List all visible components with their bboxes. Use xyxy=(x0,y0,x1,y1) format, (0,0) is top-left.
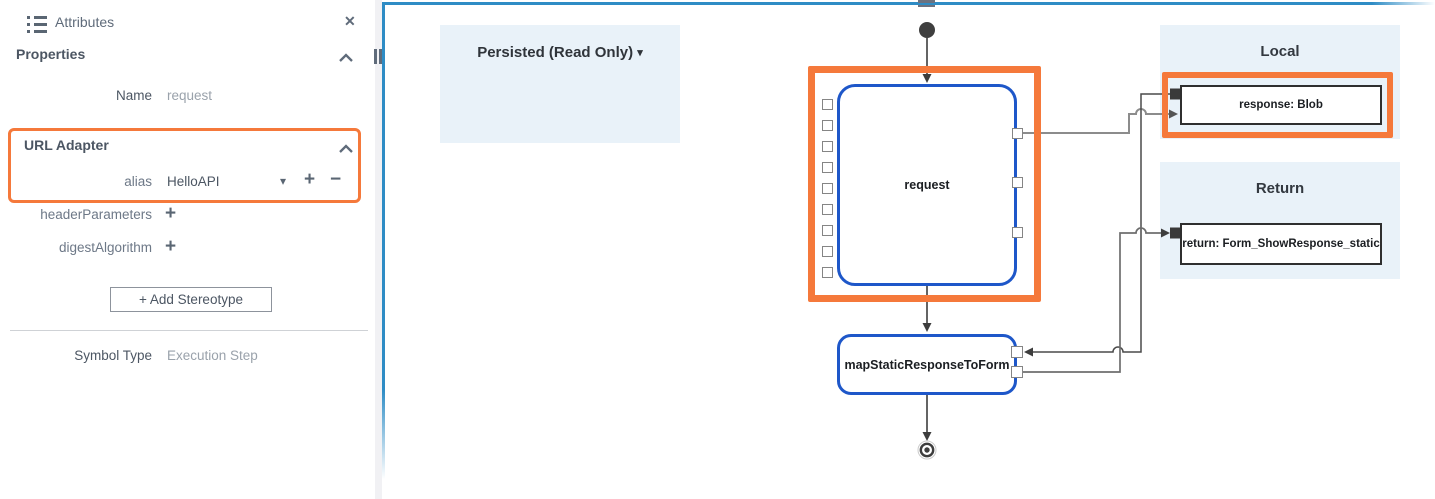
canvas-border-left xyxy=(382,2,385,499)
alias-field-row: alias HelloAPI ▾ + − xyxy=(0,170,375,192)
response-port[interactable] xyxy=(1170,88,1181,100)
map-port-right-1[interactable] xyxy=(1011,346,1023,358)
end-node-dot xyxy=(924,447,930,453)
alias-remove-icon[interactable]: − xyxy=(330,169,342,190)
canvas-menu-handle-icon[interactable] xyxy=(918,0,935,8)
node-map-static-response-to-form[interactable]: mapStaticResponseToForm xyxy=(837,334,1017,395)
return-variable[interactable]: return: Form_ShowResponse_static xyxy=(1180,223,1382,265)
chevron-up-icon[interactable] xyxy=(338,141,354,159)
url-adapter-label: URL Adapter xyxy=(24,137,109,153)
header-parameters-add-icon[interactable]: + xyxy=(165,203,177,224)
node-request[interactable]: request xyxy=(837,84,1017,286)
arrowhead-icon xyxy=(1161,228,1170,238)
alias-add-icon[interactable]: + xyxy=(304,169,316,190)
symbol-type-value: Execution Step xyxy=(167,347,258,363)
arrowhead-icon xyxy=(922,74,932,83)
return-port[interactable] xyxy=(1170,227,1181,239)
panel-splitter[interactable] xyxy=(375,0,382,499)
response-box-label: response: Blob xyxy=(1239,99,1323,111)
url-adapter-section-header[interactable]: URL Adapter xyxy=(0,137,375,157)
name-field-row: Name request xyxy=(0,84,375,106)
name-value[interactable]: request xyxy=(167,87,213,103)
node-map-label: mapStaticResponseToForm xyxy=(844,357,1010,372)
attributes-panel: Attributes ✕ Properties Name request URL… xyxy=(0,0,375,499)
properties-section-header[interactable]: Properties xyxy=(0,46,375,66)
canvas-border-top xyxy=(382,2,1435,5)
request-port-left-3[interactable] xyxy=(822,141,833,152)
url-adapter-highlight xyxy=(8,128,361,203)
panel-title: Attributes xyxy=(55,14,115,30)
request-port-left-5[interactable] xyxy=(822,183,833,194)
request-port-right-3[interactable] xyxy=(1012,227,1023,238)
close-icon[interactable]: ✕ xyxy=(344,13,356,29)
request-port-left-6[interactable] xyxy=(822,204,833,215)
local-variable-response[interactable]: response: Blob xyxy=(1180,85,1382,125)
end-node-halo xyxy=(917,440,937,460)
header-parameters-label: headerParameters xyxy=(40,206,152,222)
attributes-list-icon xyxy=(27,15,47,33)
request-port-left-9[interactable] xyxy=(822,267,833,278)
node-request-label: request xyxy=(904,178,950,192)
return-panel-title: Return xyxy=(1255,180,1305,197)
arrowhead-icon xyxy=(1024,347,1033,357)
add-stereotype-button[interactable]: + Add Stereotype xyxy=(110,287,272,312)
alias-label: alias xyxy=(124,173,152,189)
properties-label: Properties xyxy=(16,46,86,62)
map-port-right-2[interactable] xyxy=(1011,366,1023,378)
section-divider xyxy=(10,330,368,331)
request-port-right-2[interactable] xyxy=(1012,177,1023,188)
chevron-up-icon[interactable] xyxy=(338,50,354,68)
digest-algorithm-add-icon[interactable]: + xyxy=(165,236,177,257)
attributes-panel-header: Attributes ✕ xyxy=(0,13,375,37)
diagram-canvas[interactable]: Persisted (Read Only) ▾ Local Return xyxy=(382,0,1435,499)
alias-value[interactable]: HelloAPI xyxy=(167,173,220,189)
splitter-grip-icon[interactable] xyxy=(374,49,383,64)
arrowhead-icon xyxy=(1169,109,1178,119)
persisted-label: Persisted (Read Only) xyxy=(477,44,634,61)
request-port-left-2[interactable] xyxy=(822,120,833,131)
edge-request-to-response[interactable] xyxy=(1023,108,1169,134)
edge-map-to-return[interactable] xyxy=(1023,227,1161,373)
persisted-caret-icon: ▾ xyxy=(637,47,643,59)
symbol-type-row: Symbol Type Execution Step xyxy=(0,344,375,366)
header-parameters-row: headerParameters + xyxy=(0,203,375,225)
arrowhead-icon xyxy=(922,432,932,441)
request-port-left-1[interactable] xyxy=(822,99,833,110)
arrowhead-icon xyxy=(922,323,932,332)
symbol-type-label: Symbol Type xyxy=(74,347,152,363)
request-port-left-7[interactable] xyxy=(822,225,833,236)
name-label: Name xyxy=(115,87,152,103)
alias-dropdown-caret-icon[interactable]: ▾ xyxy=(280,174,287,188)
request-port-right-1[interactable] xyxy=(1012,128,1023,139)
diagram-edges xyxy=(917,22,1181,460)
request-port-left-4[interactable] xyxy=(822,162,833,173)
persisted-dropdown[interactable]: Persisted (Read Only) ▾ xyxy=(440,25,680,143)
start-node[interactable] xyxy=(919,22,935,38)
digest-algorithm-label: digestAlgorithm xyxy=(58,239,152,255)
local-panel-title: Local xyxy=(1260,43,1300,60)
digest-algorithm-row: digestAlgorithm + xyxy=(0,236,375,258)
return-box-label: return: Form_ShowResponse_static xyxy=(1182,238,1380,250)
request-port-left-8[interactable] xyxy=(822,246,833,257)
